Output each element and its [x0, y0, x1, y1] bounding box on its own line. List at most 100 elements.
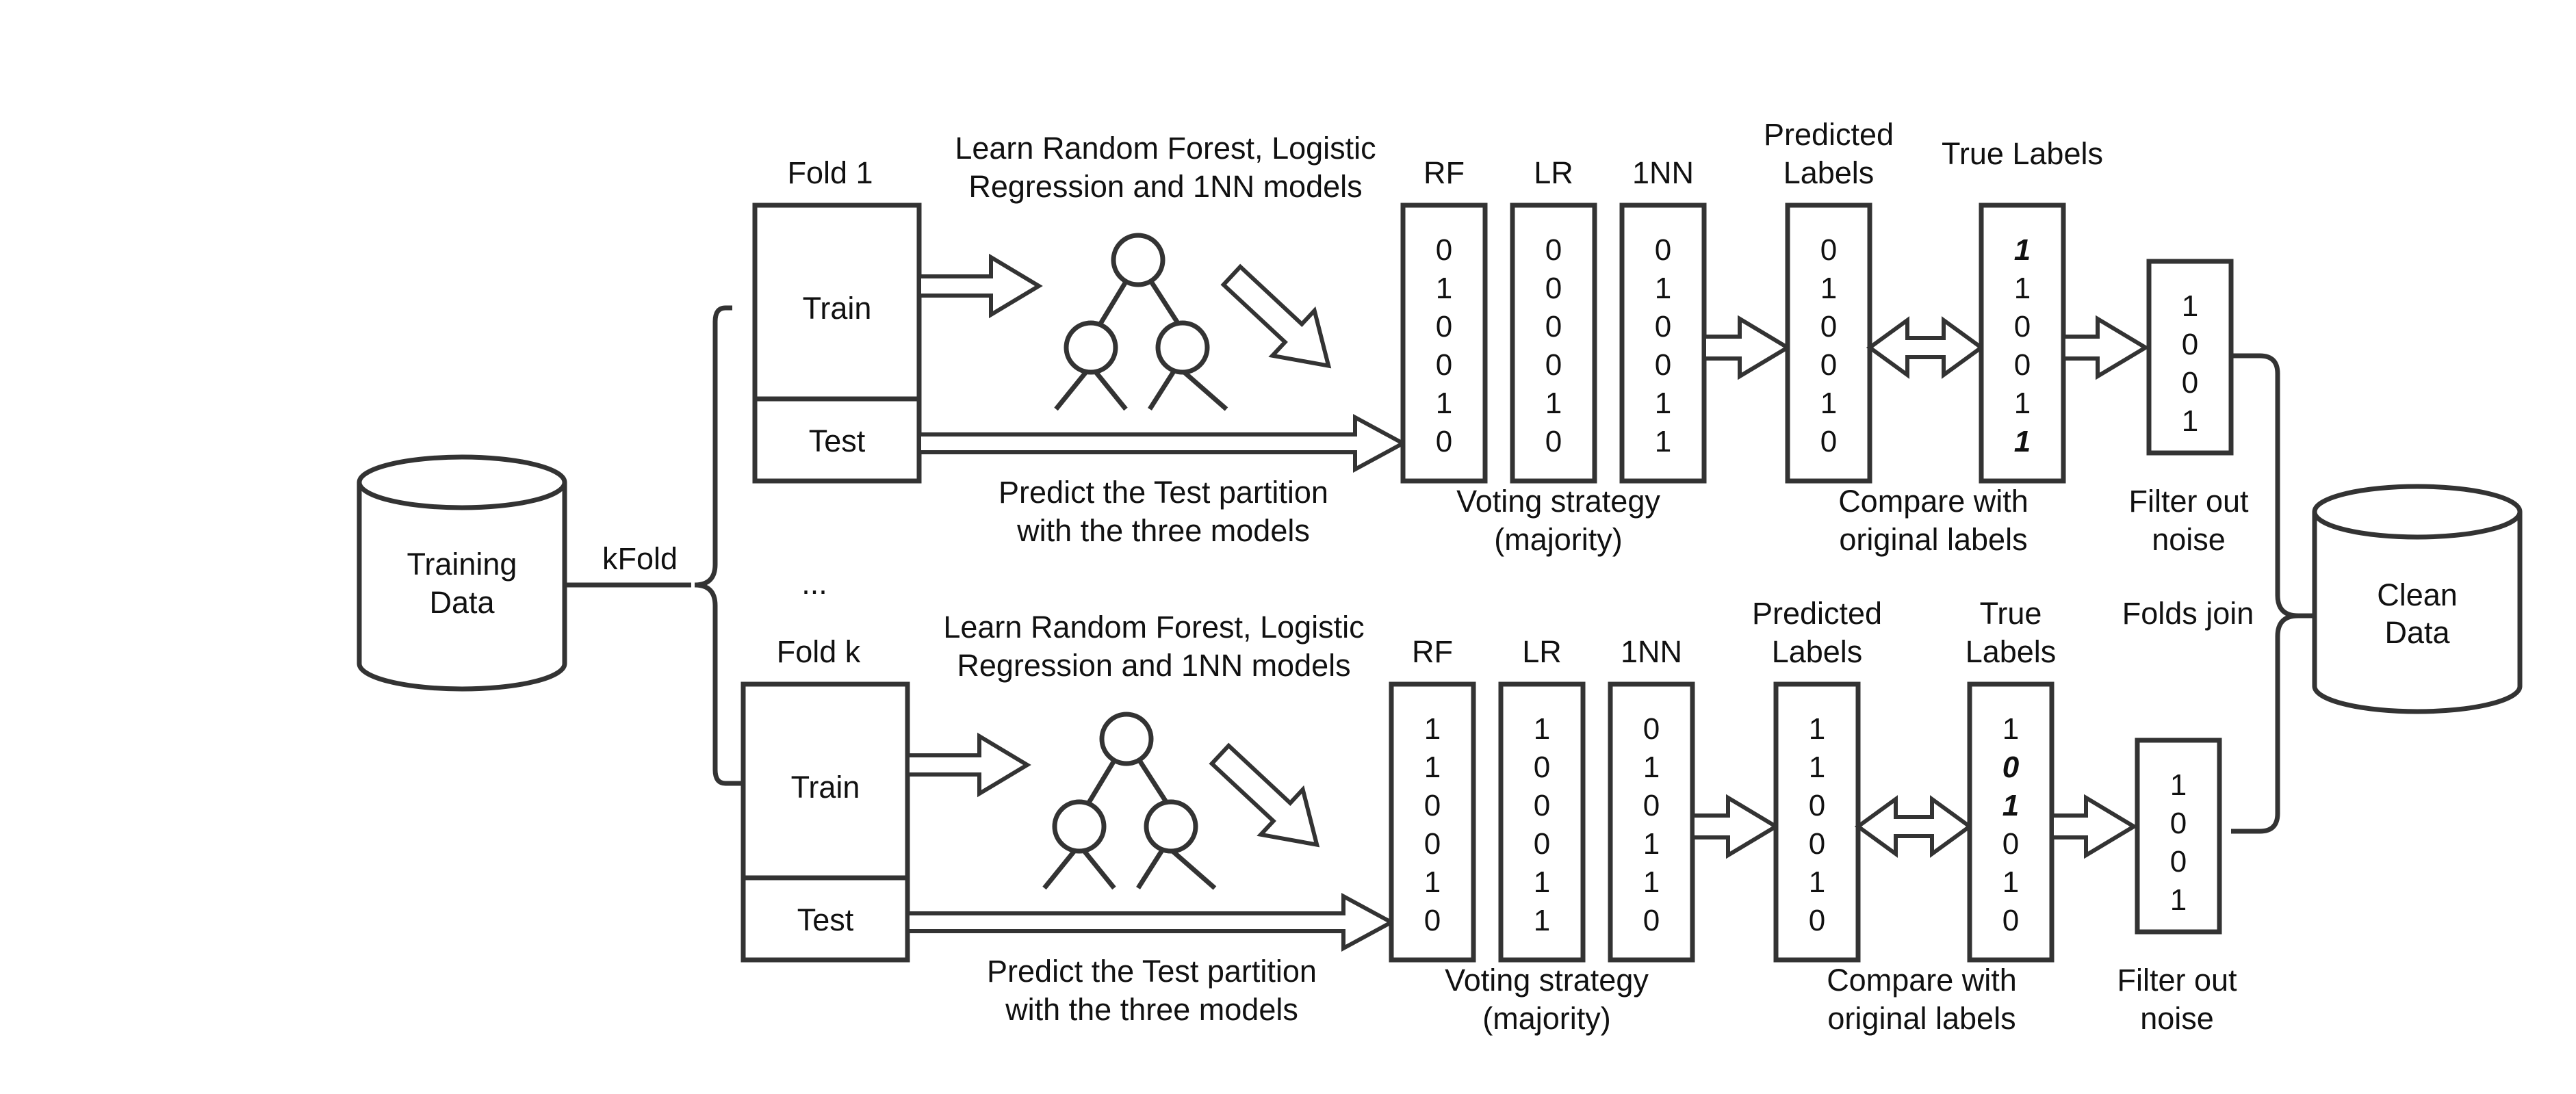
true-labels-header: True Labels [1942, 136, 2103, 171]
predicted-labels-column-value: 1 [1820, 272, 1837, 305]
true-labels-column-value: 0 [2002, 751, 2020, 784]
train-to-models-arrow [917, 253, 1043, 319]
predicted-labels-header: Predicted [1752, 596, 1882, 631]
model-column-rf-value: 1 [1424, 865, 1441, 899]
model-column-rf-value: 0 [1424, 827, 1441, 861]
filter-arrow [2061, 315, 2150, 380]
model-column-lr-value: 0 [1545, 310, 1562, 343]
folds-join-label: Folds join [2122, 596, 2254, 631]
model-column-lr-value: 1 [1534, 865, 1550, 899]
true-labels-column-value: 1 [2014, 272, 2031, 305]
train-label: Train [803, 291, 872, 326]
predicted-labels-column-value: 1 [1809, 712, 1825, 746]
compare-labels-text: Compare with [1827, 963, 2017, 998]
true-labels-column-value: 1 [2002, 865, 2019, 899]
true-labels-column-value: 0 [2002, 904, 2019, 937]
training-data-label-line2: Data [429, 585, 495, 620]
predicted-labels-column-value: 1 [1820, 387, 1837, 420]
model-header-1nn: 1NN [1621, 634, 1682, 669]
model-column-rf-value: 1 [1436, 387, 1452, 420]
fold-box [752, 203, 922, 484]
model-column-1nn-value: 0 [1655, 348, 1671, 382]
filter-noise-text: Filter out [2128, 484, 2249, 519]
filtered-labels-column-value: 0 [2170, 845, 2187, 878]
model-column-lr-value: 0 [1534, 827, 1550, 861]
true-labels-column-value: 0 [2014, 310, 2031, 343]
test-to-predictions-arrow [917, 413, 1408, 473]
model-header-rf: RF [1424, 155, 1465, 190]
clean-data-label-line1: Clean [2377, 577, 2458, 612]
model-column-rf-box [1389, 681, 1476, 963]
model-column-lr-value: 0 [1545, 425, 1562, 458]
models-to-predictions-arrow [1220, 263, 1332, 369]
true-labels-column-value: 1 [2002, 789, 2019, 822]
model-header-lr: LR [1534, 155, 1573, 190]
model-column-1nn-value: 1 [1643, 865, 1660, 899]
predicted-labels-column-value: 0 [1820, 425, 1837, 458]
compare-labels-text: original labels [1827, 1001, 2015, 1036]
learn-models-text: Learn Random Forest, Logistic [943, 610, 1364, 644]
fold-box [740, 681, 910, 963]
model-column-lr-value: 1 [1534, 712, 1550, 746]
compare-double-arrow [1854, 795, 1974, 858]
learn-models-text: Regression and 1NN models [957, 648, 1350, 683]
model-column-1nn-value: 0 [1655, 233, 1671, 267]
model-column-rf-value: 1 [1424, 751, 1441, 784]
model-column-lr-value: 0 [1545, 348, 1562, 382]
model-header-rf: RF [1412, 634, 1453, 669]
filter-arrow [2050, 794, 2138, 859]
model-column-1nn-value: 1 [1655, 387, 1671, 420]
filtered-labels-column-box [2135, 738, 2222, 935]
tree-edge [1136, 844, 1168, 889]
predicted-labels-column-value: 0 [1820, 233, 1837, 267]
predicted-labels-column-box [1785, 203, 1872, 484]
true-labels-column-value: 1 [2014, 425, 2031, 458]
predict-test-text: with the three models [1016, 513, 1310, 548]
train-to-models-arrow [905, 732, 1031, 798]
model-column-rf-value: 0 [1436, 348, 1452, 382]
compare-labels-text: Compare with [1838, 484, 2028, 519]
model-column-1nn-box [1608, 681, 1695, 963]
model-column-lr-value: 1 [1545, 387, 1562, 420]
model-column-1nn-value: 1 [1655, 272, 1671, 305]
tree-edge [1148, 365, 1179, 411]
model-column-lr-value: 0 [1545, 233, 1562, 267]
model-column-lr-value: 0 [1534, 751, 1550, 784]
filtered-labels-column-value: 1 [2170, 768, 2187, 802]
model-column-lr-box [1510, 203, 1597, 484]
predicted-labels-column-value: 0 [1820, 310, 1837, 343]
true-labels-column-value: 1 [2002, 712, 2019, 746]
clean-data-cylinder: Clean Data [2312, 484, 2523, 714]
predicted-labels-column-value: 0 [1820, 348, 1837, 382]
tree-node [1111, 233, 1165, 287]
model-column-rf-box [1400, 203, 1488, 484]
model-column-rf-value: 1 [1436, 272, 1452, 305]
kfold-label: kFold [602, 541, 678, 576]
model-column-1nn-value: 1 [1643, 827, 1660, 861]
true-labels-header: Labels [1966, 634, 2057, 669]
true-labels-column-box [1979, 203, 2066, 484]
filter-noise-text: Filter out [2117, 963, 2237, 998]
model-column-rf-value: 0 [1424, 789, 1441, 822]
model-header-lr: LR [1522, 634, 1562, 669]
true-labels-column-value: 1 [2014, 233, 2031, 267]
model-column-rf-value: 1 [1424, 712, 1441, 746]
learn-models-text: Learn Random Forest, Logistic [955, 131, 1376, 166]
ellipsis-label: ... [801, 566, 827, 601]
tree-model-icon [1042, 712, 1217, 890]
kfold-splitter-brace: kFold ... [565, 305, 827, 786]
predicted-labels-column-box [1773, 681, 1861, 963]
predicted-labels-column-value: 0 [1809, 904, 1825, 937]
training-data-cylinder: Training Data [357, 454, 567, 692]
predicted-labels-column-value: 1 [1809, 751, 1825, 784]
model-column-rf-value: 0 [1436, 310, 1452, 343]
predicted-labels-column-value: 0 [1809, 789, 1825, 822]
tree-node [1155, 320, 1210, 375]
learn-models-text: Regression and 1NN models [968, 169, 1362, 204]
voting-strategy-text: Voting strategy [1456, 484, 1660, 519]
predict-test-text: Predict the Test partition [999, 475, 1328, 510]
filtered-labels-column-value: 1 [2182, 404, 2198, 438]
filtered-labels-column-value: 1 [2182, 289, 2198, 323]
